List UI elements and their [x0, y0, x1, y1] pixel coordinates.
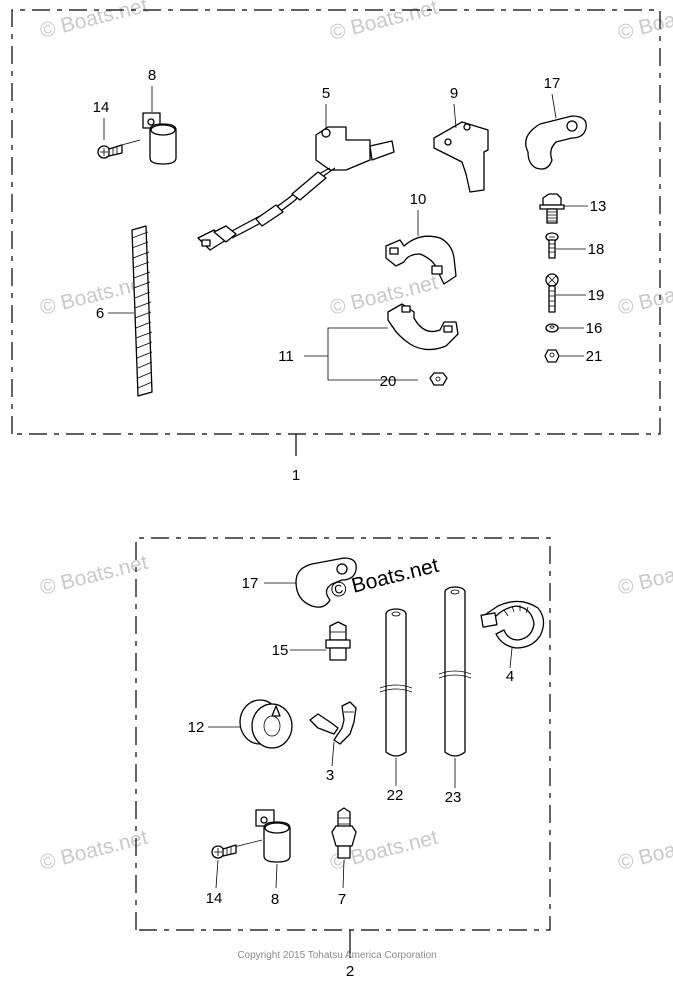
callout-12: 12 — [188, 719, 205, 736]
callout-15: 15 — [272, 642, 289, 659]
kit2-group: Copyright 2015 Tohatsu America Corporati… — [135, 537, 551, 980]
part-tube-22 — [379, 608, 413, 757]
part-holder-10 — [385, 235, 457, 285]
callout-11-bracket — [327, 327, 418, 381]
callout-18: 18 — [588, 241, 605, 258]
callout-16: 16 — [586, 320, 603, 337]
watermark: © Boats.net — [38, 826, 150, 875]
kit2-number: 2 — [346, 963, 354, 980]
callout-22: 22 — [387, 787, 404, 804]
part-nut-21 — [544, 349, 560, 363]
part-screw-14b — [211, 839, 263, 859]
part-clamp-17b — [295, 557, 357, 608]
part-band-4 — [480, 600, 545, 649]
kit1-group: 1 14 8 — [11, 9, 661, 484]
callout-13: 13 — [590, 198, 607, 215]
watermark: © Boats.net — [616, 551, 673, 600]
part-nipple-15 — [325, 621, 351, 661]
part-screw-18 — [545, 232, 559, 259]
callout-5: 5 — [322, 85, 330, 102]
watermark: © Boats.net — [616, 0, 673, 45]
callout-3: 3 — [326, 767, 334, 784]
part-screw-14 — [97, 139, 141, 159]
callout-10: 10 — [410, 191, 427, 208]
part-clip-8b — [255, 809, 291, 863]
part-washer-16 — [545, 323, 559, 333]
callout-11: 11 — [278, 348, 294, 365]
part-nipple-7 — [331, 807, 357, 859]
copyright-text: Copyright 2015 Tohatsu America Corporati… — [237, 950, 436, 961]
watermark: © Boats.net — [328, 271, 440, 320]
watermark: © Boats.net — [328, 0, 440, 45]
part-bracket-9 — [433, 121, 489, 193]
callout-8: 8 — [148, 67, 156, 84]
callout-14b: 14 — [206, 890, 223, 907]
callout-14: 14 — [93, 99, 110, 116]
callout-7: 7 — [338, 891, 346, 908]
kit2-frame — [135, 537, 551, 931]
callout-6: 6 — [96, 305, 104, 322]
callout-4: 4 — [506, 668, 514, 685]
part-clamp-17 — [525, 115, 587, 170]
watermark: © Boats.net — [38, 551, 150, 600]
part-bolt-13 — [539, 193, 565, 224]
watermark: © Boats.net — [616, 271, 673, 320]
part-holder-11 — [387, 303, 459, 351]
callout-8b: 8 — [271, 891, 279, 908]
callout-20: 20 — [380, 373, 397, 390]
callout-17b: 17 — [242, 575, 259, 592]
kit1-frame — [11, 9, 661, 435]
part-grommet-12 — [239, 699, 293, 749]
watermark: © Boats.net — [38, 0, 150, 43]
part-spiral-tube-6 — [131, 225, 153, 397]
callout-17: 17 — [544, 75, 561, 92]
callout-21: 21 — [586, 348, 603, 365]
part-tube-23 — [438, 586, 472, 757]
part-clip-8 — [142, 112, 177, 165]
kit1-number: 1 — [292, 467, 300, 484]
part-screw-19 — [545, 273, 559, 313]
callout-23: 23 — [445, 789, 462, 806]
watermark: © Boats.net — [616, 826, 673, 875]
part-elbow-3 — [309, 701, 357, 745]
part-nut-20 — [429, 372, 448, 386]
callout-9: 9 — [450, 85, 458, 102]
callout-19: 19 — [588, 287, 605, 304]
part-switch-harness-5 — [197, 126, 395, 251]
